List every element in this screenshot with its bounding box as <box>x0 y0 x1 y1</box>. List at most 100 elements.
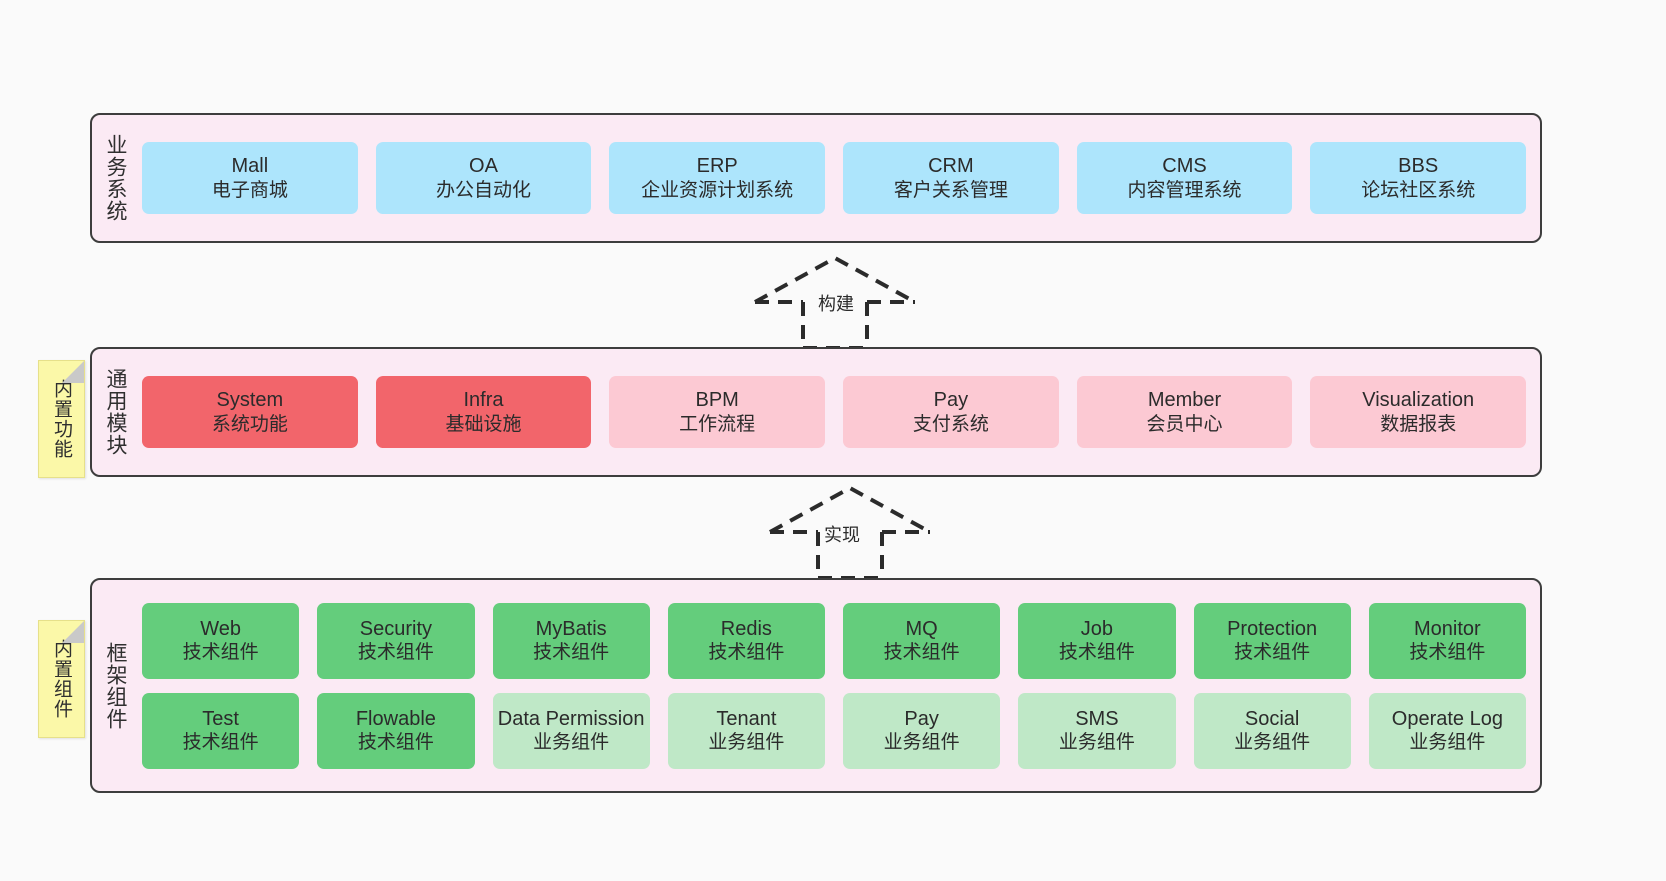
card-title-en: Pay <box>933 389 969 412</box>
card-title-en: Operate Log <box>1391 707 1503 730</box>
card-social[interactable]: Social 业务组件 <box>1193 692 1351 769</box>
card-title-cn: 技术组件 <box>357 642 434 664</box>
card-tenant[interactable]: Tenant 业务组件 <box>667 692 825 769</box>
card-title-en: SMS <box>1075 707 1119 730</box>
card-title-cn: 工作流程 <box>679 413 756 435</box>
layer-title-common: 通用模块 <box>104 368 128 456</box>
layer-framework-component[interactable]: 框架组件 Web 技术组件 Security 技术组件 MyBatis 技术组件… <box>90 578 1542 793</box>
layer-body-common: System 系统功能 Infra 基础设施 BPM 工作流程 Pay 支付系统… <box>138 349 1540 475</box>
card-title-en: Social <box>1244 707 1300 730</box>
layer-business-system[interactable]: 业务系统 Mall 电子商城 OA 办公自动化 ERP 企业资源计划系统 CRM… <box>90 113 1542 243</box>
layer-common-module[interactable]: 通用模块 System 系统功能 Infra 基础设施 BPM 工作流程 Pay… <box>90 347 1542 477</box>
layer-body-business: Mall 电子商城 OA 办公自动化 ERP 企业资源计划系统 CRM 客户关系… <box>138 115 1540 241</box>
card-protection[interactable]: Protection 技术组件 <box>1193 602 1351 679</box>
card-title-en: Infra <box>463 389 504 412</box>
card-title-cn: 支付系统 <box>912 413 989 435</box>
card-title-en: CMS <box>1162 155 1207 178</box>
layer-title-business: 业务系统 <box>104 134 128 222</box>
card-row: Web 技术组件 Security 技术组件 MyBatis 技术组件 Redi… <box>142 602 1526 679</box>
card-title-en: Mall <box>231 155 269 178</box>
card-row: System 系统功能 Infra 基础设施 BPM 工作流程 Pay 支付系统… <box>142 376 1527 448</box>
card-title-en: OA <box>469 155 498 178</box>
card-sms[interactable]: SMS 业务组件 <box>1018 692 1176 769</box>
card-row: Test 技术组件 Flowable 技术组件 Data Permission … <box>142 692 1526 769</box>
layer-body-framework: Web 技术组件 Security 技术组件 MyBatis 技术组件 Redi… <box>138 580 1540 791</box>
card-title-cn: 业务组件 <box>708 732 785 754</box>
card-title-en: Redis <box>720 617 772 640</box>
card-monitor[interactable]: Monitor 技术组件 <box>1368 602 1526 679</box>
card-title-cn: 技术组件 <box>1234 642 1311 664</box>
card-system[interactable]: System 系统功能 <box>142 376 358 448</box>
layer-title-framework: 框架组件 <box>104 641 128 730</box>
card-infra[interactable]: Infra 基础设施 <box>375 376 592 448</box>
card-title-cn: 基础设施 <box>445 413 522 435</box>
card-title-cn: 业务组件 <box>1409 732 1486 754</box>
card-mq[interactable]: MQ 技术组件 <box>843 602 1001 679</box>
card-title-en: Tenant <box>716 707 777 730</box>
card-title-cn: 电子商城 <box>211 179 288 201</box>
card-crm[interactable]: CRM 客户关系管理 <box>843 142 1059 214</box>
card-erp[interactable]: ERP 企业资源计划系统 <box>609 142 826 214</box>
note-builtin-component[interactable]: 内置组件 <box>38 620 85 738</box>
card-bpm[interactable]: BPM 工作流程 <box>609 376 826 448</box>
card-title-cn: 技术组件 <box>357 732 434 754</box>
card-title-cn: 办公自动化 <box>436 179 532 201</box>
note-label: 内置功能 <box>51 379 72 459</box>
card-operate-log[interactable]: Operate Log 业务组件 <box>1368 692 1526 769</box>
card-bbs[interactable]: BBS 论坛社区系统 <box>1310 142 1527 214</box>
card-title-cn: 数据报表 <box>1380 413 1457 435</box>
card-title-cn: 系统功能 <box>211 413 288 435</box>
card-visualization[interactable]: Visualization 数据报表 <box>1310 376 1527 448</box>
card-pay-module[interactable]: Pay 支付系统 <box>843 376 1059 448</box>
card-title-en: ERP <box>696 155 738 178</box>
card-test[interactable]: Test 技术组件 <box>142 692 300 769</box>
card-title-cn: 业务组件 <box>533 732 610 754</box>
card-title-en: Monitor <box>1414 617 1481 640</box>
card-title-cn: 技术组件 <box>182 732 259 754</box>
card-pay-component[interactable]: Pay 业务组件 <box>843 692 1001 769</box>
card-title-cn: 技术组件 <box>1409 642 1486 664</box>
card-web[interactable]: Web 技术组件 <box>142 602 300 679</box>
card-mall[interactable]: Mall 电子商城 <box>142 142 358 214</box>
card-title-en: MQ <box>905 617 938 640</box>
card-data-permission[interactable]: Data Permission 业务组件 <box>492 692 650 769</box>
card-member[interactable]: Member 会员中心 <box>1076 376 1293 448</box>
note-builtin-function[interactable]: 内置功能 <box>38 360 85 478</box>
card-title-cn: 业务组件 <box>883 732 960 754</box>
card-title-en: MyBatis <box>535 617 607 640</box>
card-cms[interactable]: CMS 内容管理系统 <box>1076 142 1293 214</box>
card-title-en: Flowable <box>355 707 436 730</box>
card-title-en: Visualization <box>1362 389 1475 412</box>
card-title-en: BPM <box>695 389 739 412</box>
card-oa[interactable]: OA 办公自动化 <box>375 142 592 214</box>
card-title-en: Job <box>1080 617 1113 640</box>
card-title-cn: 技术组件 <box>883 642 960 664</box>
connector-realize-label: 实现 <box>824 525 860 545</box>
card-mybatis[interactable]: MyBatis 技术组件 <box>492 602 650 679</box>
card-security[interactable]: Security 技术组件 <box>317 602 475 679</box>
card-title-cn: 企业资源计划系统 <box>641 179 794 201</box>
card-row: Mall 电子商城 OA 办公自动化 ERP 企业资源计划系统 CRM 客户关系… <box>142 142 1527 214</box>
card-title-cn: 技术组件 <box>182 642 259 664</box>
card-title-en: Protection <box>1227 617 1318 640</box>
card-title-cn: 业务组件 <box>1058 732 1135 754</box>
card-title-en: Data Permission <box>497 707 645 730</box>
card-title-cn: 技术组件 <box>1058 642 1135 664</box>
card-title-cn: 论坛社区系统 <box>1361 179 1476 201</box>
card-title-en: Test <box>202 707 239 730</box>
card-title-cn: 技术组件 <box>533 642 610 664</box>
card-flowable[interactable]: Flowable 技术组件 <box>317 692 475 769</box>
card-title-cn: 技术组件 <box>708 642 785 664</box>
card-redis[interactable]: Redis 技术组件 <box>667 602 825 679</box>
card-title-en: System <box>216 389 284 412</box>
card-title-en: Security <box>359 617 432 640</box>
card-title-cn: 业务组件 <box>1234 732 1311 754</box>
card-title-en: Member <box>1147 389 1222 412</box>
card-title-en: Web <box>200 617 241 640</box>
card-title-cn: 内容管理系统 <box>1127 179 1242 201</box>
card-job[interactable]: Job 技术组件 <box>1018 602 1176 679</box>
card-title-cn: 会员中心 <box>1146 413 1223 435</box>
card-title-cn: 客户关系管理 <box>893 179 1008 201</box>
card-title-en: CRM <box>928 155 974 178</box>
